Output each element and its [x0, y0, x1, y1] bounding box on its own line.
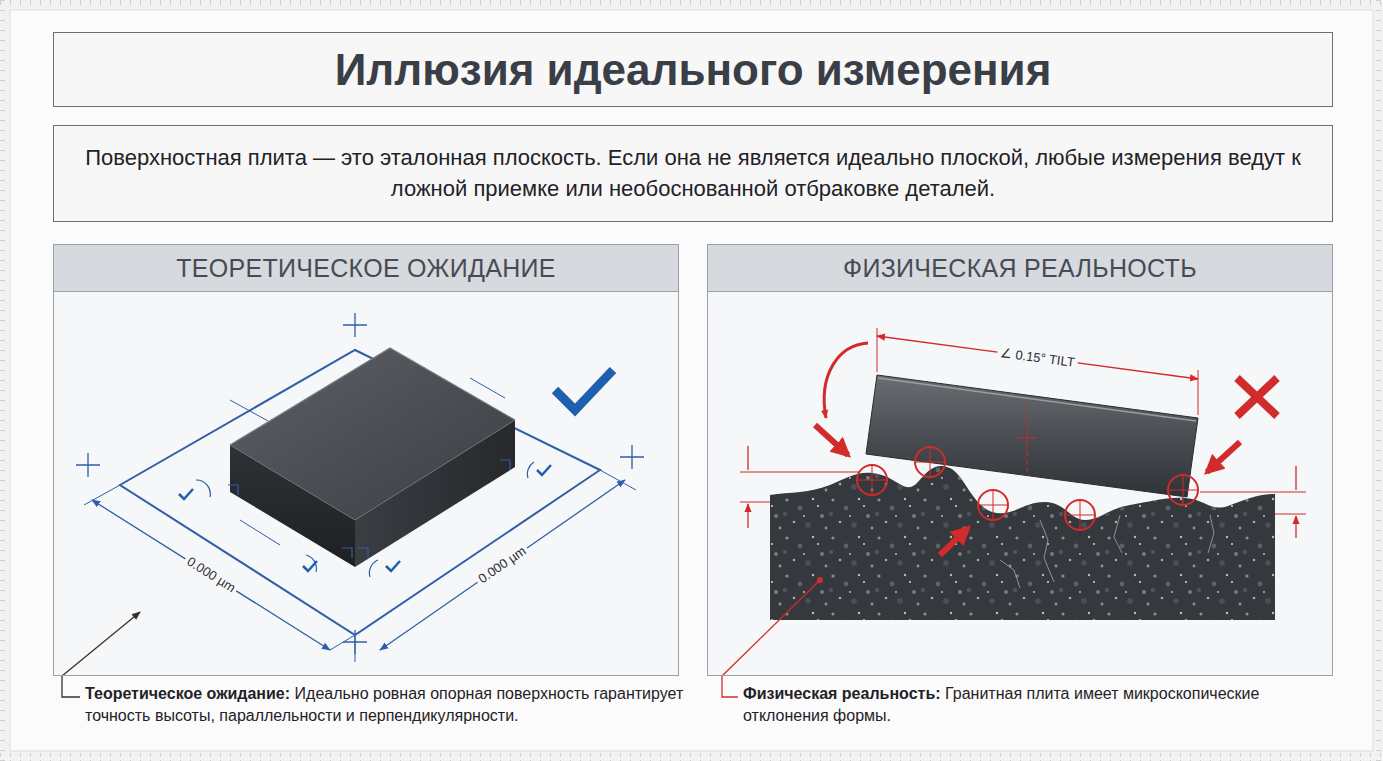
granite-crack [1000, 515, 1214, 588]
block-edge [878, 378, 1196, 421]
ideal-plate-drawing [62, 313, 644, 697]
block-edge [230, 420, 515, 520]
check-mark [179, 465, 551, 571]
caption-heading: Теоретическое ожидание: [85, 685, 290, 702]
comparison-panel: ТЕОРЕТИЧЕСКОЕ ОЖИДАНИЕ [53, 244, 679, 676]
intro-text: Поверхностная плита — это эталонная плос… [78, 143, 1308, 205]
cross-mark [1237, 378, 1277, 416]
title: Иллюзия идеального измерения [335, 45, 1052, 95]
pointer-arrow [815, 425, 848, 455]
panel-header-band: ТЕОРЕТИЧЕСКОЕ ОЖИДАНИЕ [54, 245, 678, 292]
dimension-line [747, 446, 748, 528]
crosshair [76, 313, 644, 654]
granite-texture [770, 466, 1275, 620]
ruler-ticks [1375, 0, 1383, 761]
contact-circle [1168, 475, 1198, 505]
ruler-ticks [0, 0, 8, 761]
granite-slab [770, 466, 1275, 620]
extension-line [877, 328, 1198, 415]
big-check-mark [555, 370, 613, 410]
contact-point [857, 447, 1198, 530]
crosshair [978, 490, 1008, 520]
contact-circle [857, 465, 887, 495]
leader-line [62, 676, 80, 697]
block-top [230, 348, 515, 520]
right-angle-mark [228, 460, 510, 558]
ruler-ticks [0, 753, 1383, 761]
leader-line [62, 612, 140, 676]
panel-heading: ТЕОРЕТИЧЕСКОЕ ОЖИДАНИЕ [176, 254, 556, 283]
panel-heading: ФИЗИЧЕСКАЯ РЕАЛЬНОСТЬ [843, 254, 1197, 283]
leader-line [722, 582, 818, 676]
crosshair [857, 465, 887, 495]
pointer-arrow [1207, 442, 1240, 472]
crosshair [915, 447, 945, 477]
ruler-ticks [0, 0, 1383, 8]
extension-line [1200, 492, 1306, 514]
contact-circle [978, 490, 1008, 520]
tilted-block [866, 375, 1198, 497]
center-line [1017, 438, 1037, 439]
caption: Физическая реальность:Гранитная плита им… [743, 683, 1313, 728]
caption: Теоретическое ожидание:Идеально ровная о… [85, 683, 685, 728]
block-edge [230, 348, 515, 445]
comparison-panel: ФИЗИЧЕСКАЯ РЕАЛЬНОСТЬ [707, 244, 1333, 676]
panel-ground [53, 244, 679, 676]
real-plate-drawing [722, 328, 1306, 697]
leader-line [722, 676, 738, 697]
panel-ground [707, 244, 1333, 676]
intro-box: Поверхностная плита — это эталонная плос… [53, 125, 1333, 222]
angle-arc [196, 462, 534, 577]
rotation-arrow [824, 343, 868, 418]
extension-line [740, 472, 860, 502]
pointer-arrow [940, 528, 968, 555]
contact-circle [915, 447, 945, 477]
text-holder: Поверхностная плита — это эталонная плос… [78, 143, 1308, 205]
title-box: Иллюзия идеального измерения [53, 32, 1333, 107]
crosshair [1168, 475, 1198, 505]
dimension-line [1295, 466, 1296, 538]
panel-header-band: ФИЗИЧЕСКАЯ РЕАЛЬНОСТЬ [708, 245, 1332, 292]
caption-heading: Физическая реальность: [743, 685, 941, 702]
crosshair [1065, 500, 1095, 530]
dimension-line [877, 336, 1198, 379]
leader-dot [817, 577, 823, 583]
sheet [10, 10, 1373, 751]
contact-circle [1065, 500, 1095, 530]
